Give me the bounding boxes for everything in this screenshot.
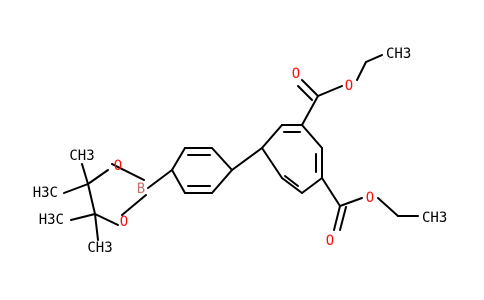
atom-label-ch3-pinacol-top: CH3: [69, 148, 94, 164]
atom-label-h3c-pinacol-left-lower: H3C: [39, 212, 64, 228]
bond: [281, 177, 303, 194]
bond: [297, 85, 313, 101]
atom-label-o-ester1-carbonyl: O: [292, 66, 300, 82]
bond: [211, 169, 233, 194]
atom-label-o-ester2-ether: O: [366, 190, 374, 206]
bond: [111, 163, 145, 181]
bond: [147, 169, 173, 189]
atom-label-boron: B: [137, 181, 145, 197]
bond: [284, 175, 299, 187]
bond: [333, 205, 341, 231]
bond: [94, 213, 119, 226]
bond: [339, 206, 347, 231]
bond: [261, 124, 283, 149]
bond: [87, 169, 109, 185]
bond: [70, 213, 96, 221]
atom-label-h3c-pinacol-left-upper: H3C: [33, 185, 58, 201]
bond: [171, 147, 186, 171]
bond: [356, 61, 367, 81]
atom-labels: O O CH3 O O CH3 B O O CH3 H3C H3C CH3: [33, 46, 448, 256]
bond: [261, 147, 283, 179]
bond: [317, 85, 343, 97]
atom-label-ch3-ethyl-bottom: CH3: [422, 210, 447, 226]
bond: [94, 213, 99, 241]
bond: [231, 147, 263, 171]
bond: [365, 54, 383, 63]
atom-label-ch3-pinacol-bottom: CH3: [87, 240, 112, 256]
bond: [301, 177, 323, 194]
bond: [81, 163, 89, 185]
bond: [339, 197, 363, 207]
atom-label-ch3-ethyl-top: CH3: [386, 46, 411, 62]
bond: [87, 183, 96, 215]
bond: [301, 95, 319, 126]
bond: [321, 177, 341, 207]
atom-label-o-ester2-carbonyl: O: [326, 233, 334, 249]
atom-label-o-boronate-bottom: O: [120, 214, 128, 230]
bonds: [63, 54, 419, 241]
bond: [63, 183, 89, 194]
atom-label-o-ester1-ether: O: [345, 78, 353, 94]
bond: [121, 194, 147, 216]
bond: [301, 79, 319, 97]
atom-label-o-boronate-top: O: [114, 158, 122, 174]
bond: [301, 124, 323, 149]
bond: [171, 169, 186, 194]
bond: [211, 147, 233, 171]
bond: [377, 197, 399, 217]
